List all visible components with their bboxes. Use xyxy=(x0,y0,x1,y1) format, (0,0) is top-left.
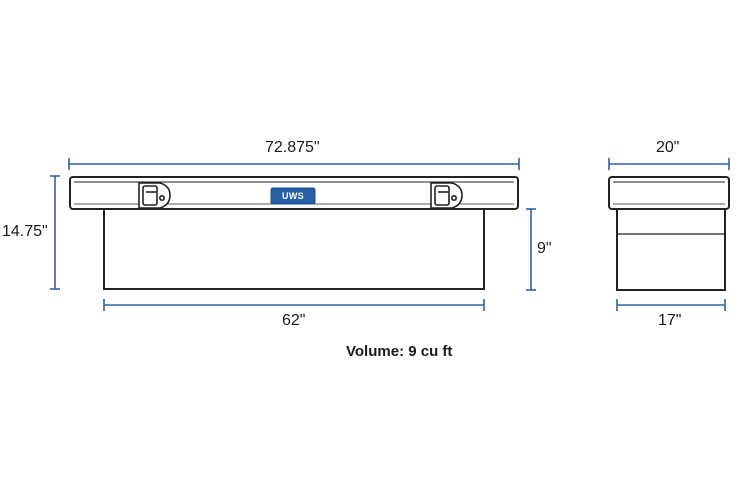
uws-logo xyxy=(270,187,316,205)
label-front-height-box: 9" xyxy=(537,240,552,257)
dim-line-front-top xyxy=(68,158,520,170)
front-box-body xyxy=(103,208,485,290)
dim-line-front-bottom xyxy=(103,299,485,311)
label-side-width-bottom: 17" xyxy=(658,312,682,329)
latch-icon xyxy=(138,182,171,209)
label-side-width-top: 20" xyxy=(656,139,680,156)
side-lid xyxy=(608,176,730,210)
latch-icon xyxy=(430,182,463,209)
label-front-length-top: 72.875" xyxy=(265,139,320,156)
volume-label: Volume: 9 cu ft xyxy=(346,343,453,360)
front-view xyxy=(50,158,536,311)
dim-line-side-bottom xyxy=(616,299,726,311)
dim-line-front-height-box xyxy=(526,208,536,291)
side-view xyxy=(608,158,730,311)
dim-line-front-height-total xyxy=(50,175,60,290)
side-box-body xyxy=(616,208,726,291)
label-front-length-bottom: 62" xyxy=(282,312,306,329)
dim-line-side-top xyxy=(608,158,730,170)
label-front-height-total: 14.75" xyxy=(2,223,48,240)
uws-logo-text: UWS xyxy=(282,191,304,201)
